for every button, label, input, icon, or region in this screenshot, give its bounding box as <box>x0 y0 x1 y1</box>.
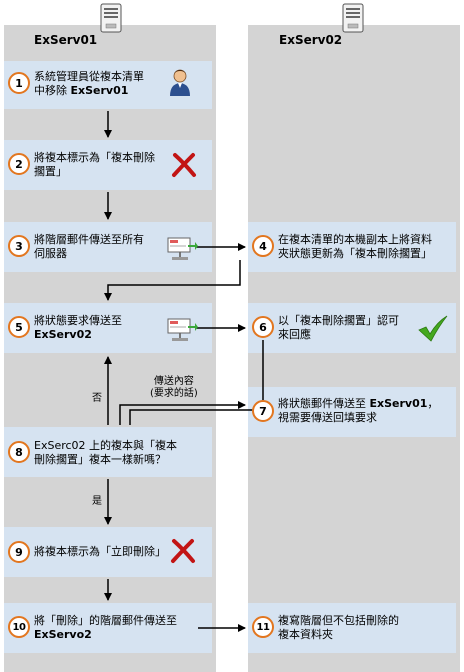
step-1-number: 1 <box>8 72 30 94</box>
step-5-number: 5 <box>8 316 30 338</box>
step-3-line-1: 將階層郵件傳送至所有 <box>34 233 144 246</box>
step-1-text: 系統管理員從複本清單 中移除 ExServ01 <box>34 70 144 98</box>
server-icon <box>98 2 124 38</box>
step-5-line-1: 將狀態要求傳送至 <box>34 314 122 327</box>
step-2-line-2: 擱置」 <box>34 165 67 178</box>
step-6-line-1: 以「複本刪除擱置」認可 <box>278 314 399 327</box>
admin-user-icon <box>168 68 192 102</box>
step-4-number: 4 <box>252 235 274 257</box>
step-7-line-1: 將狀態郵件傳送至 ExServ01， <box>278 397 438 411</box>
backfill-label-line-1: 傳送內容 <box>153 376 194 387</box>
step-11-box <box>248 603 456 653</box>
step-11-number: 11 <box>252 616 274 638</box>
step-11-text: 複寫階層但不包括刪除的 複本資料夾 <box>278 614 399 642</box>
step-2-number: 2 <box>8 153 30 175</box>
step-1-line-1: 系統管理員從複本清單 <box>34 70 144 83</box>
step-11-line-2: 複本資料夾 <box>278 628 333 641</box>
mail-send-icon <box>166 234 198 266</box>
step-10-line-2: ExServo2 <box>34 628 92 641</box>
step-8-line-1: ExSerc02 上的複本與「複本 <box>34 439 178 452</box>
step-8-line-2: 刪除擱置」複本一樣新嗎？ <box>34 453 166 466</box>
step-10-number: 10 <box>8 616 30 638</box>
step-8-number: 8 <box>8 441 30 463</box>
exserv01-lane-title: ExServ01 <box>34 33 98 47</box>
step-6-number: 6 <box>252 316 274 338</box>
green-check-icon <box>417 315 449 347</box>
step-3-text: 將階層郵件傳送至所有 伺服器 <box>34 233 144 261</box>
step-2-line-1: 將複本標示為「複本刪除 <box>34 151 155 164</box>
step-7-line-1-suffix: ， <box>427 397 439 410</box>
red-x-icon <box>171 152 197 182</box>
red-x-icon <box>170 538 196 568</box>
backfill-label-line-2: (要求的話) <box>150 388 198 399</box>
step-3-number: 3 <box>8 235 30 257</box>
step-4-text: 在複本清單的本機副本上將資料 夾狀態更新為「複本刪除擱置」 <box>278 233 432 261</box>
step-10-box <box>4 603 212 653</box>
step-9-text: 將複本標示為「立即刪除」 <box>34 545 166 559</box>
exserv02-lane-title: ExServ02 <box>279 33 343 47</box>
step-5-line-2: ExServ02 <box>34 328 92 341</box>
step-7-line-1-prefix: 將狀態郵件傳送至 <box>278 397 370 410</box>
step-4-box <box>248 222 456 272</box>
step-2-text: 將複本標示為「複本刪除 擱置」 <box>34 151 155 179</box>
step-9-line-1: 將複本標示為「立即刪除」 <box>34 545 166 558</box>
step-7-text: 將狀態郵件傳送至 ExServ01， 視需要傳送回填要求 <box>278 397 438 425</box>
step-8-text: ExSerc02 上的複本與「複本 刪除擱置」複本一樣新嗎？ <box>34 439 177 467</box>
step-5-text: 將狀態要求傳送至 ExServ02 <box>34 314 122 342</box>
step-7-server-name: ExServ01 <box>369 397 428 410</box>
mail-send-icon <box>166 315 198 347</box>
step-10-line-1: 將「刪除」的階層郵件傳送至 <box>34 614 177 627</box>
step-8-box <box>4 427 212 477</box>
step-11-line-1: 複寫階層但不包括刪除的 <box>278 614 399 627</box>
step-1-line-2: 中移除 ExServ01 <box>34 84 144 98</box>
step-6-line-2: 來回應 <box>278 328 311 341</box>
step-2-box <box>4 140 212 190</box>
step-4-line-1: 在複本清單的本機副本上將資料 <box>278 233 432 246</box>
step-7-box <box>248 387 456 437</box>
step-9-box <box>4 527 212 577</box>
step-9-number: 9 <box>8 541 30 563</box>
server-icon <box>340 2 366 38</box>
step-1-line-2-prefix: 中移除 <box>34 84 71 97</box>
step-6-text: 以「複本刪除擱置」認可 來回應 <box>278 314 399 342</box>
step-6-box <box>248 303 456 353</box>
step-1-server-name: ExServ01 <box>70 84 129 97</box>
step-10-text: 將「刪除」的階層郵件傳送至 ExServo2 <box>34 614 177 642</box>
step-7-line-2: 視需要傳送回填要求 <box>278 411 377 424</box>
no-label: 否 <box>92 393 102 404</box>
step-4-line-2: 夾狀態更新為「複本刪除擱置」 <box>278 247 432 260</box>
step-7-number: 7 <box>252 400 274 422</box>
yes-label: 是 <box>92 496 102 507</box>
backfill-label: 傳送內容 (要求的話) <box>150 376 198 400</box>
step-3-line-2: 伺服器 <box>34 247 67 260</box>
